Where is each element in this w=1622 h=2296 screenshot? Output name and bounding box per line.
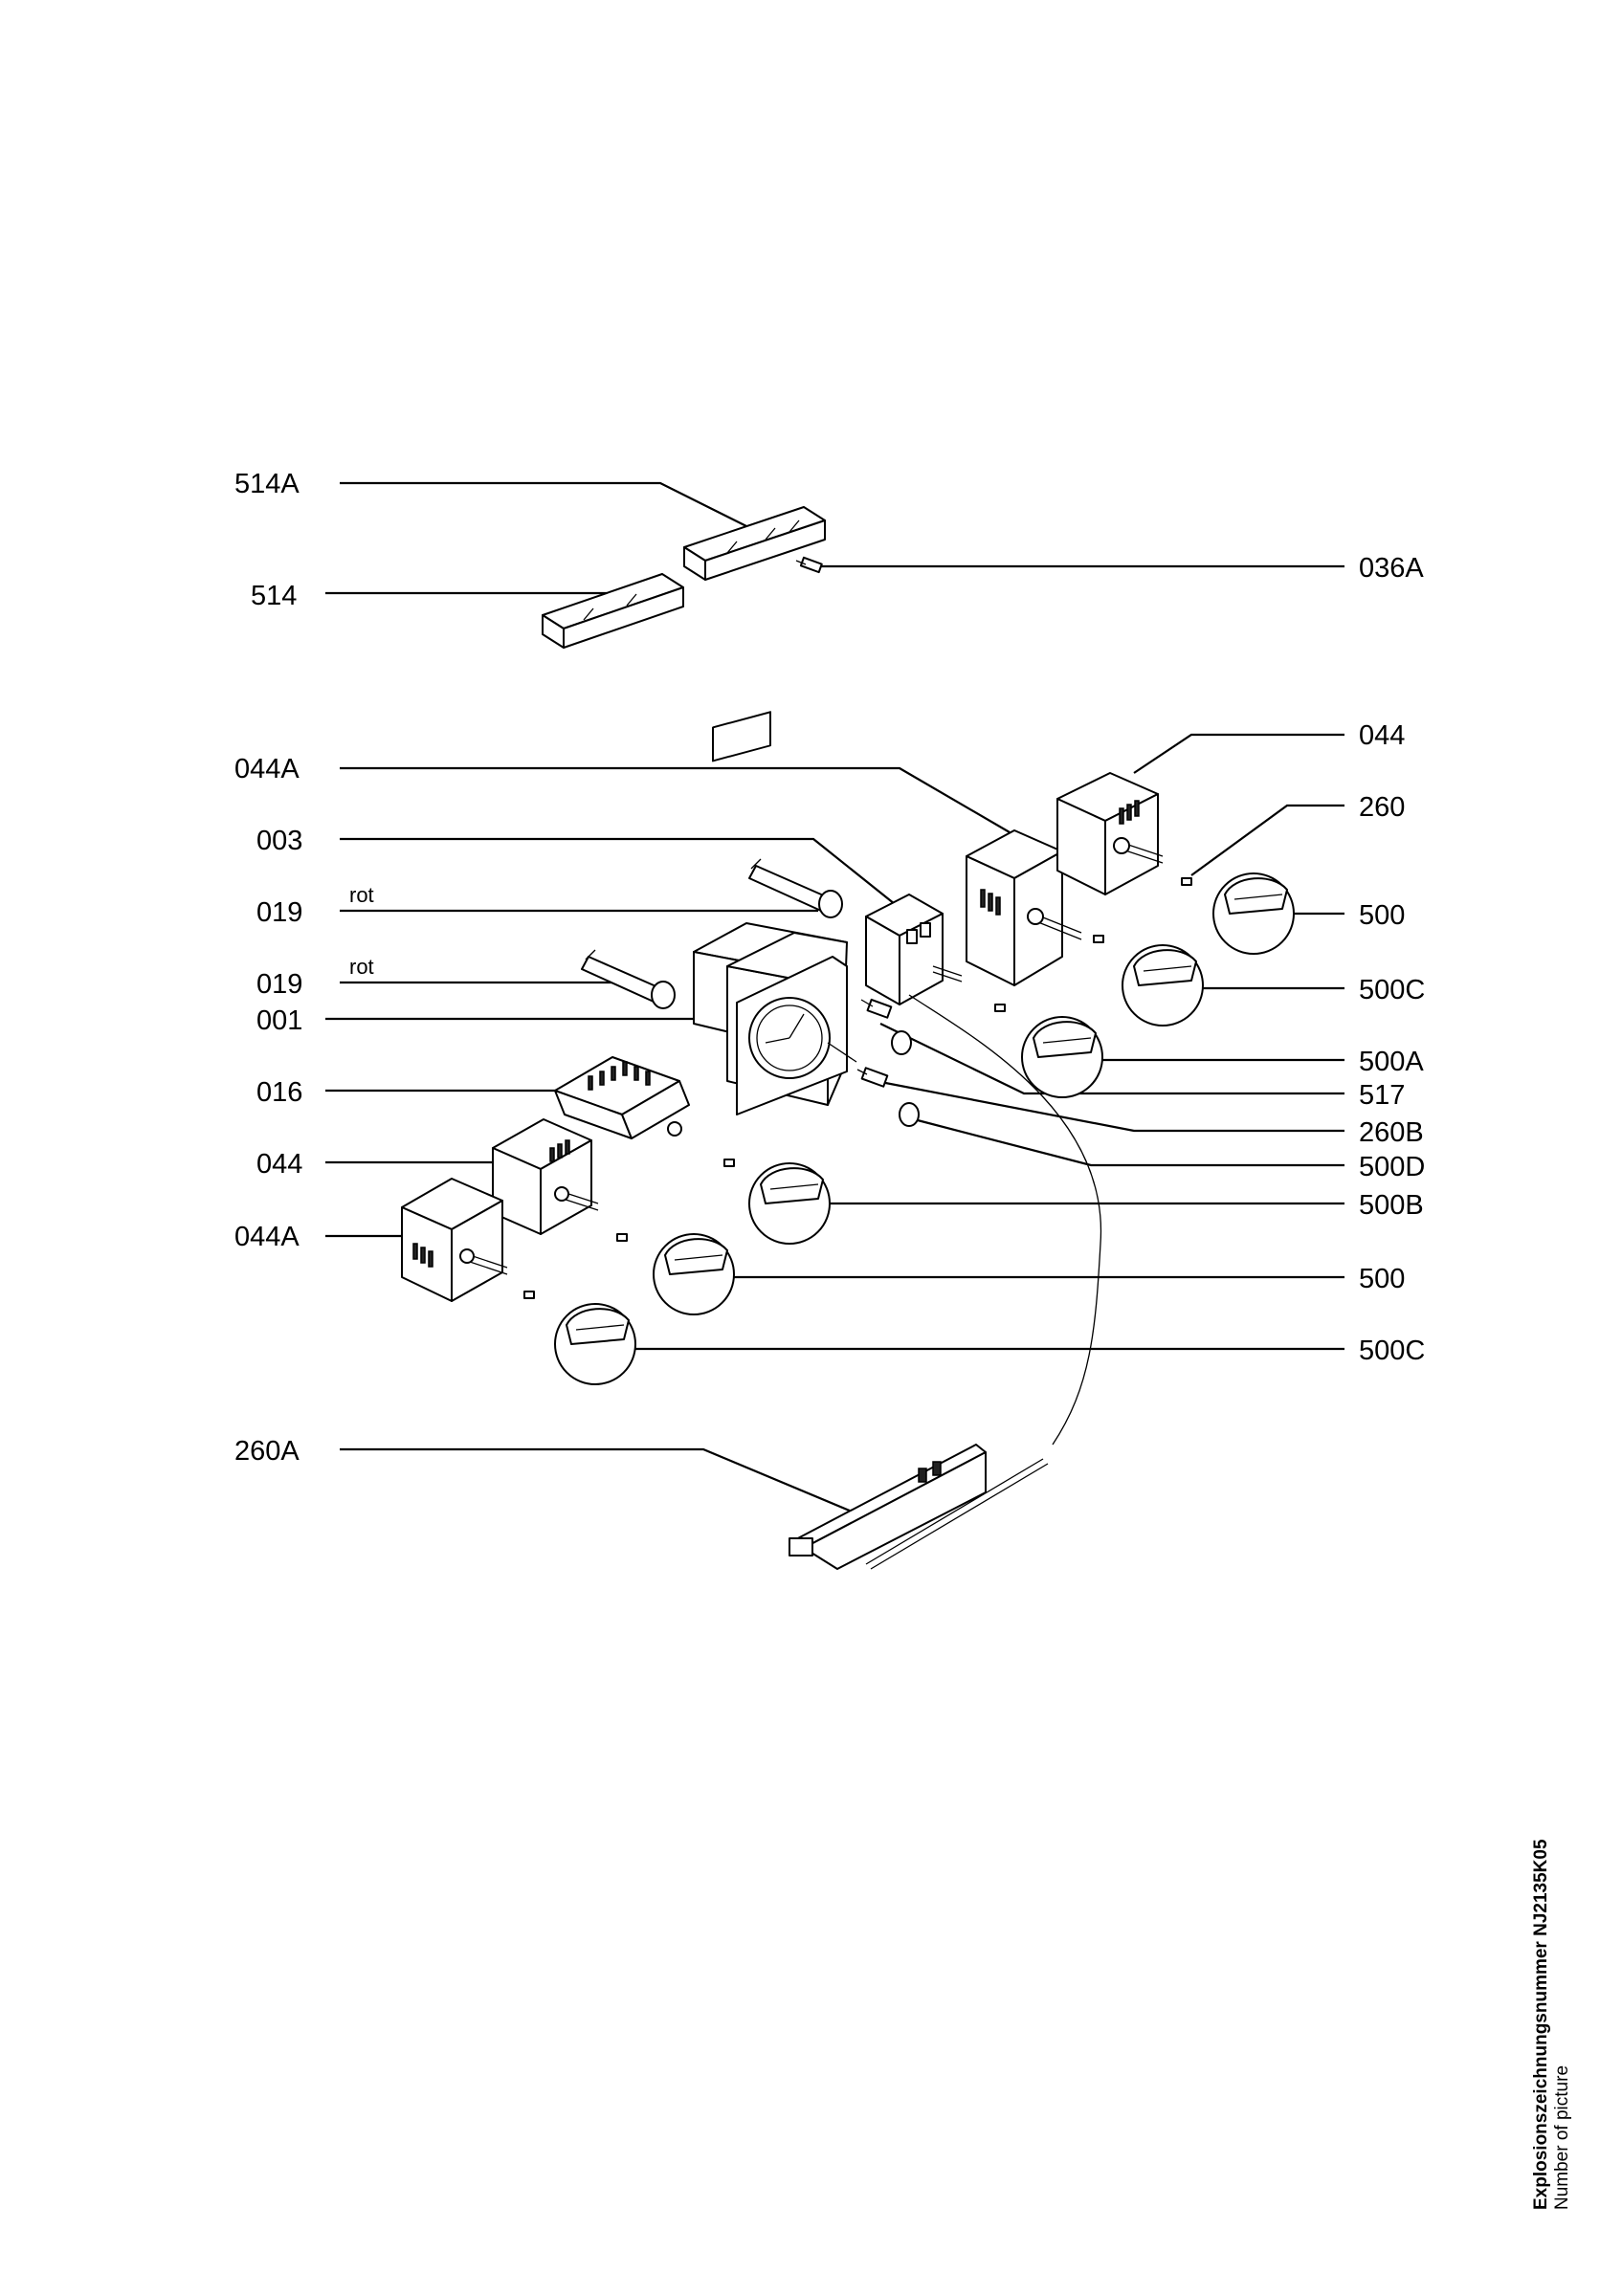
shaft-markers [523,877,1192,1299]
screw-517 [860,998,893,1019]
terminal-strip-016 [554,1056,690,1139]
knob-500-bot [653,1233,735,1315]
picture-number-subtitle: Number of picture [1552,2064,1572,2210]
clip-036A [795,556,823,574]
leader-260A [340,1447,853,1513]
leader-044-top [1133,733,1344,774]
leader-003 [340,837,896,905]
label-500A: 500A [1359,1047,1424,1077]
thermostat-003 [865,894,963,1005]
energy-regulator-044-top [1056,772,1164,895]
bracket-260A [789,1444,1049,1570]
label-514A: 514A [234,469,300,499]
label-500B: 500B [1359,1190,1424,1221]
leader-lines [325,481,1344,1513]
picture-number-caption: Explosionszeichnungsnummer NJ2135K05 Num… [1531,1839,1573,2210]
note-rot-lower: rot [349,955,374,979]
knob-500B [748,1162,831,1245]
knob-500C-top [1122,944,1204,1027]
knob-500A [1021,1016,1103,1098]
spacer-260B [856,1067,889,1088]
label-500-bot: 500 [1359,1264,1405,1294]
label-260: 260 [1359,792,1405,823]
button-500D [891,1030,920,1127]
label-044-top: 044 [1359,720,1405,751]
energy-regulator-044-bot [492,1118,599,1235]
label-001: 001 [256,1005,302,1036]
label-500C-bot: 500C [1359,1336,1425,1366]
label-036A: 036A [1359,553,1424,584]
picture-number-title: Explosionszeichnungsnummer NJ2135K05 [1531,1839,1551,2210]
energy-regulator-044A-bot [401,1178,508,1302]
part-labels: 514A 514 036A 044A 044 003 260 019 rot 5… [234,469,1425,1467]
label-260B: 260B [1359,1117,1424,1148]
leader-044A-top [340,766,1011,833]
label-016: 016 [256,1077,302,1108]
leader-500D [913,1117,1344,1167]
leader-514A [340,481,757,532]
knob-500C-bot [554,1303,636,1385]
label-019-lower: 019 [256,969,302,1000]
indicator-lamp-019-upper [748,858,843,918]
label-500C-top: 500C [1359,975,1425,1005]
leader-517 [879,1023,1344,1095]
label-514: 514 [251,581,297,611]
terminal-block-514A [683,506,826,581]
label-003: 003 [256,826,302,856]
label-517: 517 [1359,1080,1405,1111]
knob-500-top [1212,872,1295,955]
clock-timer-001 [693,711,857,1115]
indicator-lamp-019-lower [581,949,676,1009]
energy-regulator-044A-top [966,829,1082,986]
cable [908,994,1101,1446]
label-500D: 500D [1359,1152,1425,1182]
label-044-bot: 044 [256,1149,302,1180]
leader-260 [1190,804,1344,876]
note-rot-upper: rot [349,883,374,907]
label-044A-top: 044A [234,754,300,784]
terminal-block-514 [542,573,684,649]
label-044A-bot: 044A [234,1222,300,1252]
label-500-top: 500 [1359,900,1405,931]
label-019-upper: 019 [256,897,302,928]
leader-260B [875,1079,1344,1133]
label-260A: 260A [234,1436,300,1467]
